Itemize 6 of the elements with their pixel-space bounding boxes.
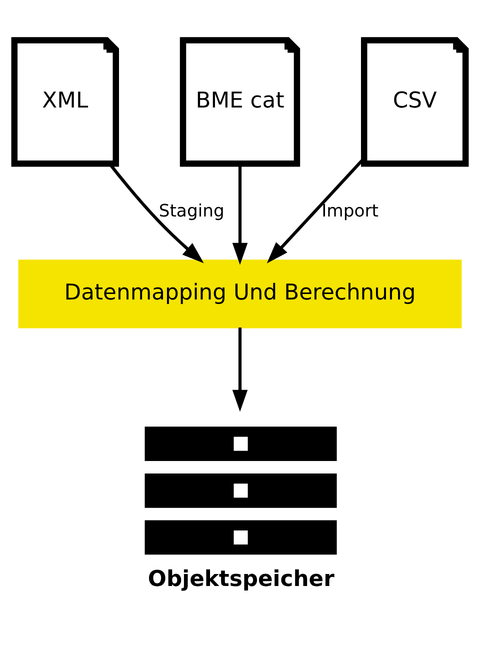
edge-label: Import [322, 200, 379, 221]
node-box: Datenmapping Und Berechnung [18, 259, 462, 328]
arrow [232, 163, 248, 264]
edge-label: Staging [158, 200, 224, 221]
arrow [232, 327, 248, 412]
node-label: Objektspeicher [148, 566, 334, 592]
